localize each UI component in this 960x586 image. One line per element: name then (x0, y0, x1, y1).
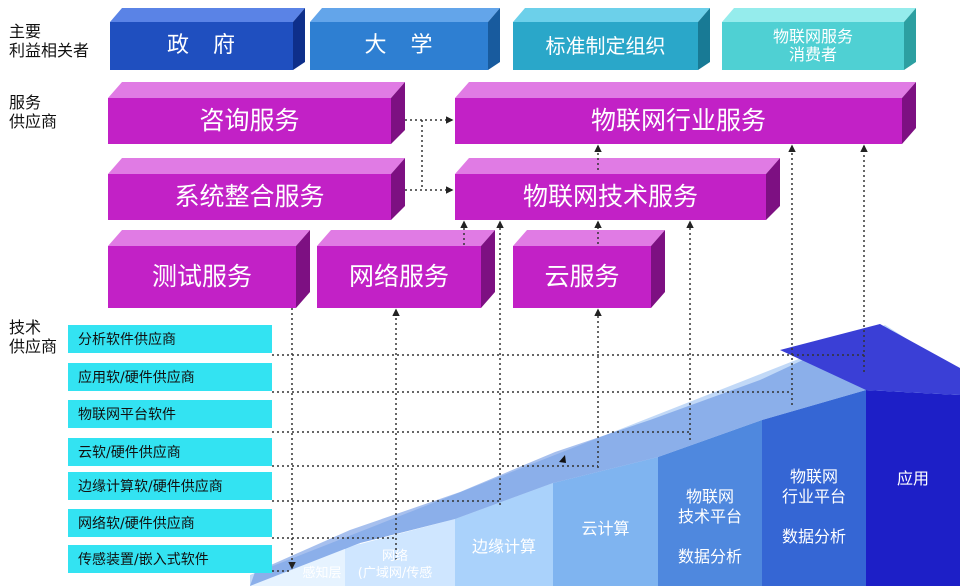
service-consulting: 咨询服务 (199, 105, 300, 135)
stakeholders-row-label: 主要 利益相关者 (9, 22, 89, 60)
stakeholder-boxes (110, 8, 916, 70)
service-cloud: 云服务 (544, 261, 620, 291)
row-label-line: 利益相关者 (9, 41, 90, 60)
tech-provider-cloud: 云软/硬件供应商 (68, 438, 272, 466)
service-providers-row-label: 服务 供应商 (9, 93, 57, 131)
service-iot-industry: 物联网行业服务 (590, 105, 766, 135)
service-system-integration: 系统整合服务 (174, 181, 325, 211)
row-label-line: 供应商 (9, 337, 58, 356)
stack-layer-edge: 边缘计算 (471, 537, 536, 556)
service-iot-tech: 物联网技术服务 (522, 181, 698, 211)
stakeholder-university: 大 学 (364, 33, 434, 59)
stack-layer-cloud: 云计算 (581, 519, 630, 538)
stack-staircase (250, 324, 960, 586)
stack-layer-application: 应用 (896, 469, 929, 488)
stack-step-edge (455, 483, 553, 586)
tech-provider-sensing: 传感装置/嵌入式软件 (68, 545, 272, 573)
tech-provider-edge: 边缘计算软/硬件供应商 (68, 472, 272, 500)
tech-provider-network: 网络软/硬件供应商 (68, 509, 272, 537)
service-network: 网络服务 (348, 261, 449, 291)
stack-layer-sensing: 感知层 (302, 566, 342, 581)
stakeholder-government: 政 府 (166, 33, 236, 59)
service-testing: 测试服务 (151, 261, 252, 291)
stakeholder-standards-org: 标准制定组织 (545, 33, 666, 58)
tech-providers-row-label: 技术 供应商 (9, 318, 57, 356)
stakeholder-iot-consumer: 物联网服务 消费者 (772, 26, 853, 64)
stack-layer-network: 网络 (广域网/传感 (357, 549, 433, 581)
tech-provider-application: 应用软/硬件供应商 (68, 363, 272, 391)
row-label-line: 主要 (9, 22, 42, 41)
tech-provider-analytics: 分析软件供应商 (68, 325, 272, 353)
stack-layer-iot-industry-platform: 物联网 行业平台 数据分析 (781, 467, 846, 546)
tech-provider-iot-platform: 物联网平台软件 (68, 400, 272, 428)
service-boxes (108, 82, 916, 308)
row-label-line: 供应商 (9, 112, 58, 131)
stack-layer-iot-tech-platform: 物联网 技术平台 数据分析 (677, 487, 742, 566)
row-label-line: 服务 (9, 93, 42, 112)
stack-step-iot-industry (762, 390, 866, 586)
stack-step-network (345, 519, 455, 586)
stack-step-app (866, 390, 960, 586)
connector-arrows (288, 116, 868, 570)
stack-step-cloud (553, 457, 658, 586)
row-label-line: 技术 (9, 318, 42, 337)
stack-step-iot-tech (658, 420, 762, 586)
